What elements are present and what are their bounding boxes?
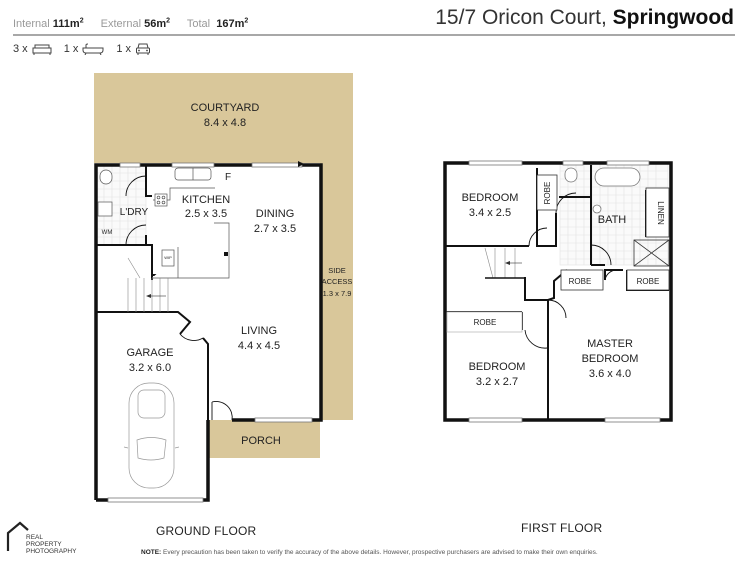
bathroom-count: 1 x	[64, 43, 105, 55]
side-access-dims: 1.3 x 7.9	[323, 289, 352, 298]
robe3-label: ROBE	[637, 277, 660, 286]
parking-count: 1 x	[116, 42, 151, 56]
bedroom2-dims: 3.4 x 2.5	[469, 207, 511, 219]
side-access-label-2: ACCESS	[322, 277, 353, 286]
shower-icon	[633, 239, 670, 267]
ground-stairs	[127, 257, 169, 312]
real-property-photography-logo	[6, 521, 29, 551]
bedroom-count: 3 x	[13, 43, 52, 55]
first-walls	[443, 161, 673, 422]
bedroom3-label: BEDROOM	[469, 361, 526, 373]
bedroom2-label: BEDROOM	[462, 192, 519, 204]
kitchen-dims: 2.5 x 3.5	[185, 208, 227, 220]
first-floor-title: FIRST FLOOR	[521, 521, 603, 535]
living-dims: 4.4 x 4.5	[238, 340, 280, 352]
logo-text: REAL PROPERTY PHOTOGRAPHY	[26, 534, 77, 555]
first-storage	[446, 174, 670, 333]
stairs-down-arrow	[505, 261, 510, 265]
ground-room-labels: COURTYARD 8.4 x 4.8 F KITCHEN 2.5 x 3.5 …	[102, 102, 353, 447]
courtyard-area	[94, 73, 353, 163]
bath-fixtures	[564, 167, 641, 214]
ground-floor-plan: COURTYARD 8.4 x 4.8 F KITCHEN 2.5 x 3.5 …	[94, 73, 353, 503]
ground-interior-walls	[96, 165, 209, 420]
porch-area	[208, 420, 320, 458]
garage-dims: 3.2 x 6.0	[129, 362, 171, 374]
living-label: LIVING	[241, 325, 277, 337]
basin-icon	[592, 204, 602, 214]
robe2-label: ROBE	[569, 277, 592, 286]
side-access-label-1: SIDE	[328, 266, 346, 275]
ground-floor-title: GROUND FLOOR	[156, 524, 257, 538]
bath-label: BATH	[598, 214, 627, 226]
linen-label: LINEN	[656, 201, 665, 225]
toilet-icon	[564, 167, 578, 183]
robe4-label: ROBE	[474, 318, 497, 327]
header-divider	[13, 34, 735, 36]
car-outline	[123, 382, 180, 489]
sliding-door-arrow	[298, 161, 304, 167]
laundry-label: L'DRY	[120, 207, 149, 218]
total-area: Total 167m2	[186, 17, 249, 30]
bathtub-icon	[594, 167, 641, 187]
stairs-direction-arrow	[146, 294, 151, 298]
master-label-2: BEDROOM	[582, 353, 639, 365]
ground-door-swings	[125, 175, 233, 421]
first-windows	[468, 160, 661, 423]
first-room-labels: BEDROOM 3.4 x 2.5 ROBE BATH LINEN ROBE R…	[462, 182, 665, 388]
master-label-1: MASTER	[587, 338, 633, 350]
car-icon	[136, 43, 151, 55]
area-summary: Internal 111m2 External 56m2 Total 167m2	[13, 17, 262, 30]
feature-icons: 3 x 1 x 1 x	[13, 42, 163, 56]
disclaimer-note: NOTE: Every precaution has been taken to…	[141, 549, 598, 556]
first-floor-plan: BEDROOM 3.4 x 2.5 ROBE BATH LINEN ROBE R…	[443, 160, 673, 423]
robe1-label: ROBE	[543, 182, 552, 205]
courtyard-label: COURTYARD	[191, 102, 260, 114]
dining-label: DINING	[256, 208, 295, 220]
garage-label: GARAGE	[126, 347, 173, 359]
master-dims: 3.6 x 4.0	[589, 368, 631, 380]
kitchen-label: KITCHEN	[182, 194, 230, 206]
walk-in-pantry-label: WIP	[164, 255, 172, 260]
property-address: 15/7 Oricon Court, Springwood	[435, 6, 734, 29]
island-post	[224, 252, 228, 256]
fridge-label: F	[225, 172, 231, 183]
bath-icon	[82, 43, 104, 55]
bedroom3-dims: 3.2 x 2.7	[476, 376, 518, 388]
external-area: External 56m2	[100, 17, 171, 30]
internal-area: Internal 111m2	[13, 17, 84, 30]
ground-walls	[94, 163, 323, 502]
porch-label: PORCH	[241, 435, 281, 447]
dining-dims: 2.7 x 3.5	[254, 223, 296, 235]
bed-icon	[32, 44, 52, 55]
washing-machine-label: WM	[102, 230, 113, 236]
ground-windows	[107, 162, 313, 503]
house-roof-icon	[6, 521, 29, 551]
side-access-area	[320, 163, 353, 420]
courtyard-dims: 8.4 x 4.8	[204, 117, 246, 129]
kitchen-fixtures	[97, 167, 230, 279]
